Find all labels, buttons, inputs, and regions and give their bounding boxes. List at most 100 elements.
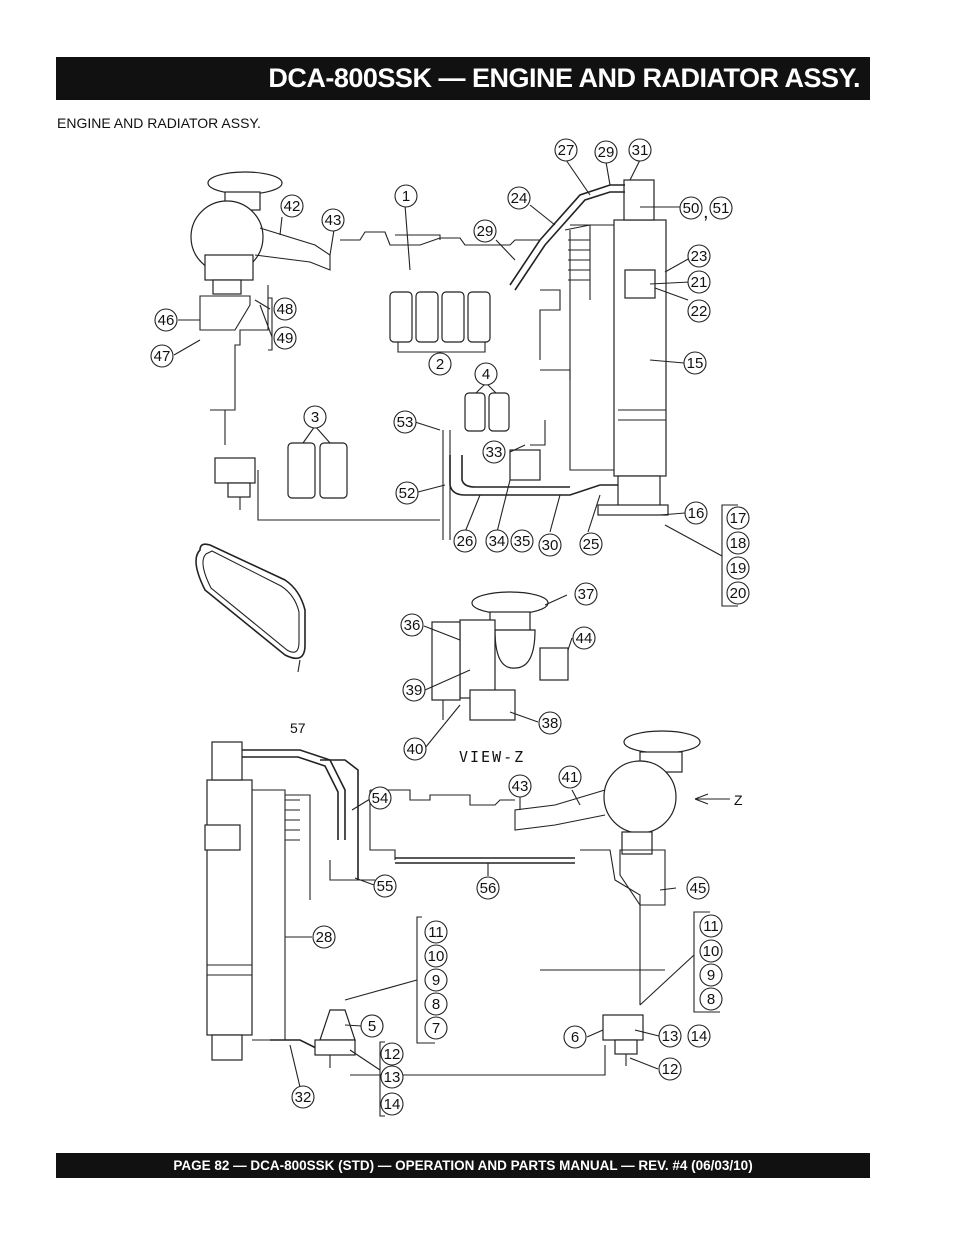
callout-9: 9 [424, 968, 448, 992]
callout-21: 21 [687, 270, 711, 294]
svg-text:56: 56 [480, 880, 497, 897]
svg-text:42: 42 [284, 198, 301, 215]
callout-41: 41 [558, 765, 582, 789]
callout-22: 22 [687, 299, 711, 323]
section-subtitle: ENGINE AND RADIATOR ASSY. [57, 115, 261, 131]
svg-text:17: 17 [730, 510, 747, 527]
svg-text:49: 49 [277, 330, 294, 347]
svg-text:19: 19 [730, 560, 747, 577]
callout-8-2: 8 [699, 987, 723, 1011]
page-footer: PAGE 82 — DCA-800SSK (STD) — OPERATION A… [56, 1153, 870, 1178]
callout-47: 47 [150, 344, 174, 368]
radiator-bottom [204, 741, 311, 1061]
callout-45: 45 [686, 876, 710, 900]
hoses-bottom [242, 749, 359, 1051]
callout-3: 3 [303, 405, 327, 429]
callout-56: 56 [476, 876, 500, 900]
svg-text:11: 11 [428, 924, 444, 941]
callout-9-2: 9 [699, 963, 723, 987]
svg-text:38: 38 [542, 715, 559, 732]
svg-text:41: 41 [562, 769, 579, 786]
callout-28: 28 [312, 925, 336, 949]
svg-text:8: 8 [707, 991, 715, 1008]
callout-13: 13 [380, 1065, 404, 1089]
callout-26: 26 [453, 529, 477, 553]
svg-text:48: 48 [277, 301, 294, 318]
engine-outline-bottom [329, 789, 665, 1076]
engine-mount-bottom-right [602, 1014, 644, 1066]
callout-48: 48 [273, 297, 297, 321]
callout-51: 51 [709, 196, 733, 220]
svg-text:30: 30 [542, 537, 559, 554]
svg-text:36: 36 [404, 617, 421, 634]
svg-text:46: 46 [158, 312, 175, 329]
callout-52: 52 [395, 481, 419, 505]
callout-40: 40 [403, 737, 427, 761]
svg-text:50: 50 [683, 200, 700, 217]
callout-34: 34 [485, 529, 509, 553]
svg-text:32: 32 [295, 1089, 312, 1106]
belt-label-57: 57 [290, 720, 306, 736]
callout-46: 46 [154, 308, 178, 332]
callout-29: 29 [594, 140, 618, 164]
callout-37: 37 [574, 582, 598, 606]
svg-text:1: 1 [402, 188, 410, 205]
callout-11-2: 11 [699, 914, 723, 938]
svg-text:53: 53 [397, 414, 414, 431]
svg-text:43: 43 [325, 212, 342, 229]
view-z-arrow [694, 793, 730, 805]
svg-text:52: 52 [399, 485, 416, 502]
filters-2 [389, 291, 491, 353]
callout-14-2: 14 [687, 1024, 711, 1048]
callout-50: 50 [679, 196, 703, 220]
callout-10-2: 10 [699, 939, 723, 963]
svg-text:27: 27 [558, 142, 575, 159]
callout-5: 5 [360, 1014, 384, 1038]
callout-32: 32 [291, 1085, 315, 1109]
svg-text:34: 34 [489, 533, 506, 550]
page-title: DCA-800SSK — ENGINE AND RADIATOR ASSY. [56, 57, 870, 100]
svg-text:47: 47 [154, 348, 171, 365]
callout-10: 10 [424, 944, 448, 968]
callout-18: 18 [726, 531, 750, 555]
svg-text:22: 22 [691, 303, 708, 320]
air-cleaner-view-z [431, 591, 569, 721]
callout-12: 12 [380, 1042, 404, 1066]
z-arrow-label: Z [734, 792, 743, 808]
svg-text:9: 9 [432, 972, 440, 989]
svg-text:9: 9 [707, 967, 715, 984]
svg-text:4: 4 [482, 366, 490, 383]
svg-text:18: 18 [730, 535, 747, 552]
svg-text:3: 3 [311, 409, 319, 426]
svg-text:31: 31 [632, 142, 649, 159]
comma-50-51: , [703, 201, 709, 223]
filters-4 [464, 392, 510, 432]
callout-54: 54 [368, 786, 392, 810]
callout-42: 42 [280, 194, 304, 218]
callout-38: 38 [538, 711, 562, 735]
svg-text:33: 33 [486, 444, 503, 461]
svg-text:11: 11 [703, 918, 719, 935]
svg-text:35: 35 [514, 533, 531, 550]
svg-text:28: 28 [316, 929, 333, 946]
svg-text:15: 15 [687, 355, 704, 372]
callout-29-2: 29 [473, 219, 497, 243]
callout-1: 1 [394, 184, 418, 208]
callout-6: 6 [563, 1025, 587, 1049]
svg-text:39: 39 [406, 682, 423, 699]
engine-mount-bottom-left [314, 1009, 356, 1068]
bracket-8-11-right [693, 911, 720, 1013]
callout-27: 27 [554, 138, 578, 162]
svg-text:5: 5 [368, 1018, 376, 1035]
svg-text:40: 40 [407, 741, 424, 758]
svg-text:29: 29 [477, 223, 494, 240]
callout-20: 20 [726, 581, 750, 605]
svg-text:44: 44 [576, 630, 593, 647]
callout-53: 53 [393, 410, 417, 434]
svg-text:8: 8 [432, 996, 440, 1013]
svg-text:55: 55 [377, 878, 394, 895]
svg-text:25: 25 [583, 536, 600, 553]
radiator-top [564, 179, 669, 516]
svg-text:7: 7 [432, 1020, 440, 1037]
